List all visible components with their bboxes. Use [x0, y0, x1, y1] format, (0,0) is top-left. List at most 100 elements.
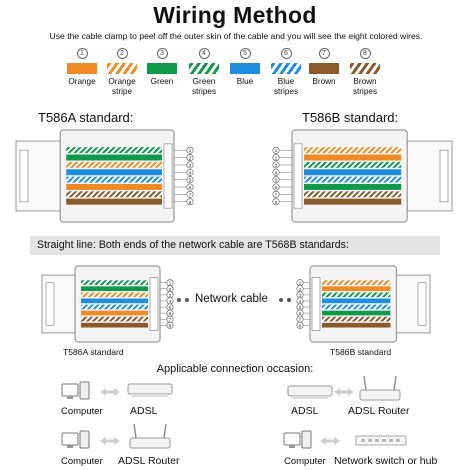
pin-circle [296, 321, 304, 329]
legend-label: Brown stripes [352, 77, 378, 96]
legend-label: Blue [236, 77, 254, 86]
wire-swatch [189, 63, 219, 74]
pin-circle [272, 146, 280, 154]
legend-item: 2 Orange stripe [103, 48, 141, 97]
legend-label: Orange [68, 77, 96, 86]
pin-number: 5 [169, 305, 172, 311]
wire-2 [304, 154, 402, 161]
wire-7 [322, 316, 391, 322]
switch-port-icon [389, 439, 393, 442]
wire-6 [304, 183, 402, 190]
plug-latch [293, 143, 303, 209]
double-arrow-icon [334, 388, 354, 396]
device-label: Network switch or hub [334, 455, 438, 467]
plug-latch [149, 276, 159, 331]
network-cable-label: Network cable [195, 293, 268, 305]
pin-circle [186, 154, 194, 162]
pin-circle [186, 161, 194, 169]
pin-circle [272, 183, 280, 191]
wire-5 [81, 304, 148, 310]
wire-swatch [230, 63, 260, 74]
pin-number: 3 [169, 293, 172, 299]
pin-circle [166, 321, 174, 329]
wire-3 [322, 292, 391, 298]
wire-4 [322, 298, 391, 304]
pin-number: 1 [189, 148, 192, 154]
wire-6 [81, 310, 148, 316]
wire-6 [66, 183, 162, 190]
boot-window [417, 282, 427, 326]
pin-number: 7 [169, 317, 172, 323]
switch-port-icon [361, 439, 365, 442]
pin-number: 2 [275, 156, 278, 162]
dot [287, 298, 291, 302]
monitor-stand-icon [289, 445, 295, 448]
wire-5 [322, 304, 391, 310]
pin-circle [272, 161, 280, 169]
pin-circle [272, 190, 280, 198]
tower-icon [79, 381, 90, 400]
pin-number: 2 [189, 156, 192, 162]
wire-swatch [107, 63, 137, 74]
pin-number: 4 [189, 170, 192, 176]
device-label: ADSL Router [348, 405, 410, 417]
device-label: Computer [284, 456, 326, 467]
pin-number: 6 [189, 185, 192, 191]
wire-3 [304, 161, 402, 168]
pin-number: 6 [275, 185, 278, 191]
pin-number: 7 [299, 317, 302, 323]
legend-item: 8 Brown stripes [346, 48, 384, 97]
wire-3 [66, 161, 162, 168]
legend-number: 4 [198, 48, 210, 59]
pin-number: 7 [275, 192, 278, 198]
pin-number: 8 [169, 323, 172, 329]
t586b-heading: T586B standard: [302, 110, 399, 125]
legend-number: 8 [359, 48, 371, 59]
tower-icon [79, 430, 90, 449]
pin-circle [186, 190, 194, 198]
wire-4 [81, 298, 148, 304]
occasion-title: Applicable connection occasion: [156, 363, 314, 375]
wire-8 [322, 322, 391, 328]
wire-8 [81, 322, 148, 328]
legend-item: 3 Green [143, 48, 181, 87]
wire-2 [81, 286, 148, 292]
pin-number: 1 [299, 281, 302, 287]
legend-number: 2 [116, 48, 128, 59]
pin-number: 8 [189, 200, 192, 206]
left-end-label: T586A standard [63, 347, 124, 357]
pin-circle [272, 154, 280, 162]
device-label: ADSL Router [118, 455, 180, 467]
double-arrow-icon [100, 437, 120, 445]
wire-2 [66, 154, 162, 161]
pin-number: 2 [299, 287, 302, 293]
wire-2 [322, 286, 391, 292]
pin-number: 4 [299, 299, 302, 305]
pin-circle [272, 176, 280, 184]
pin-circle [186, 168, 194, 176]
pin-circle [186, 198, 194, 206]
wire-swatch [67, 63, 97, 74]
device-label: ADSL [130, 405, 158, 417]
pin-circle [186, 146, 194, 154]
plug-body [74, 265, 161, 343]
legend-item: 5 Blue [226, 48, 264, 87]
legend-label: Green stripes [191, 77, 217, 96]
pin-number: 1 [275, 148, 278, 154]
modem-base-icon [132, 394, 168, 397]
switch-port-icon [375, 439, 379, 442]
pin-number: 4 [275, 170, 278, 176]
antenna-icon [363, 375, 367, 391]
pin-circle [272, 198, 280, 206]
legend-number: 7 [318, 48, 330, 59]
legend-number: 1 [76, 48, 88, 59]
adsl-modem-icon [287, 385, 333, 397]
tower-icon [301, 430, 312, 449]
pin-number: 2 [169, 287, 172, 293]
plug-body [309, 265, 398, 343]
pin-number: 8 [275, 200, 278, 206]
